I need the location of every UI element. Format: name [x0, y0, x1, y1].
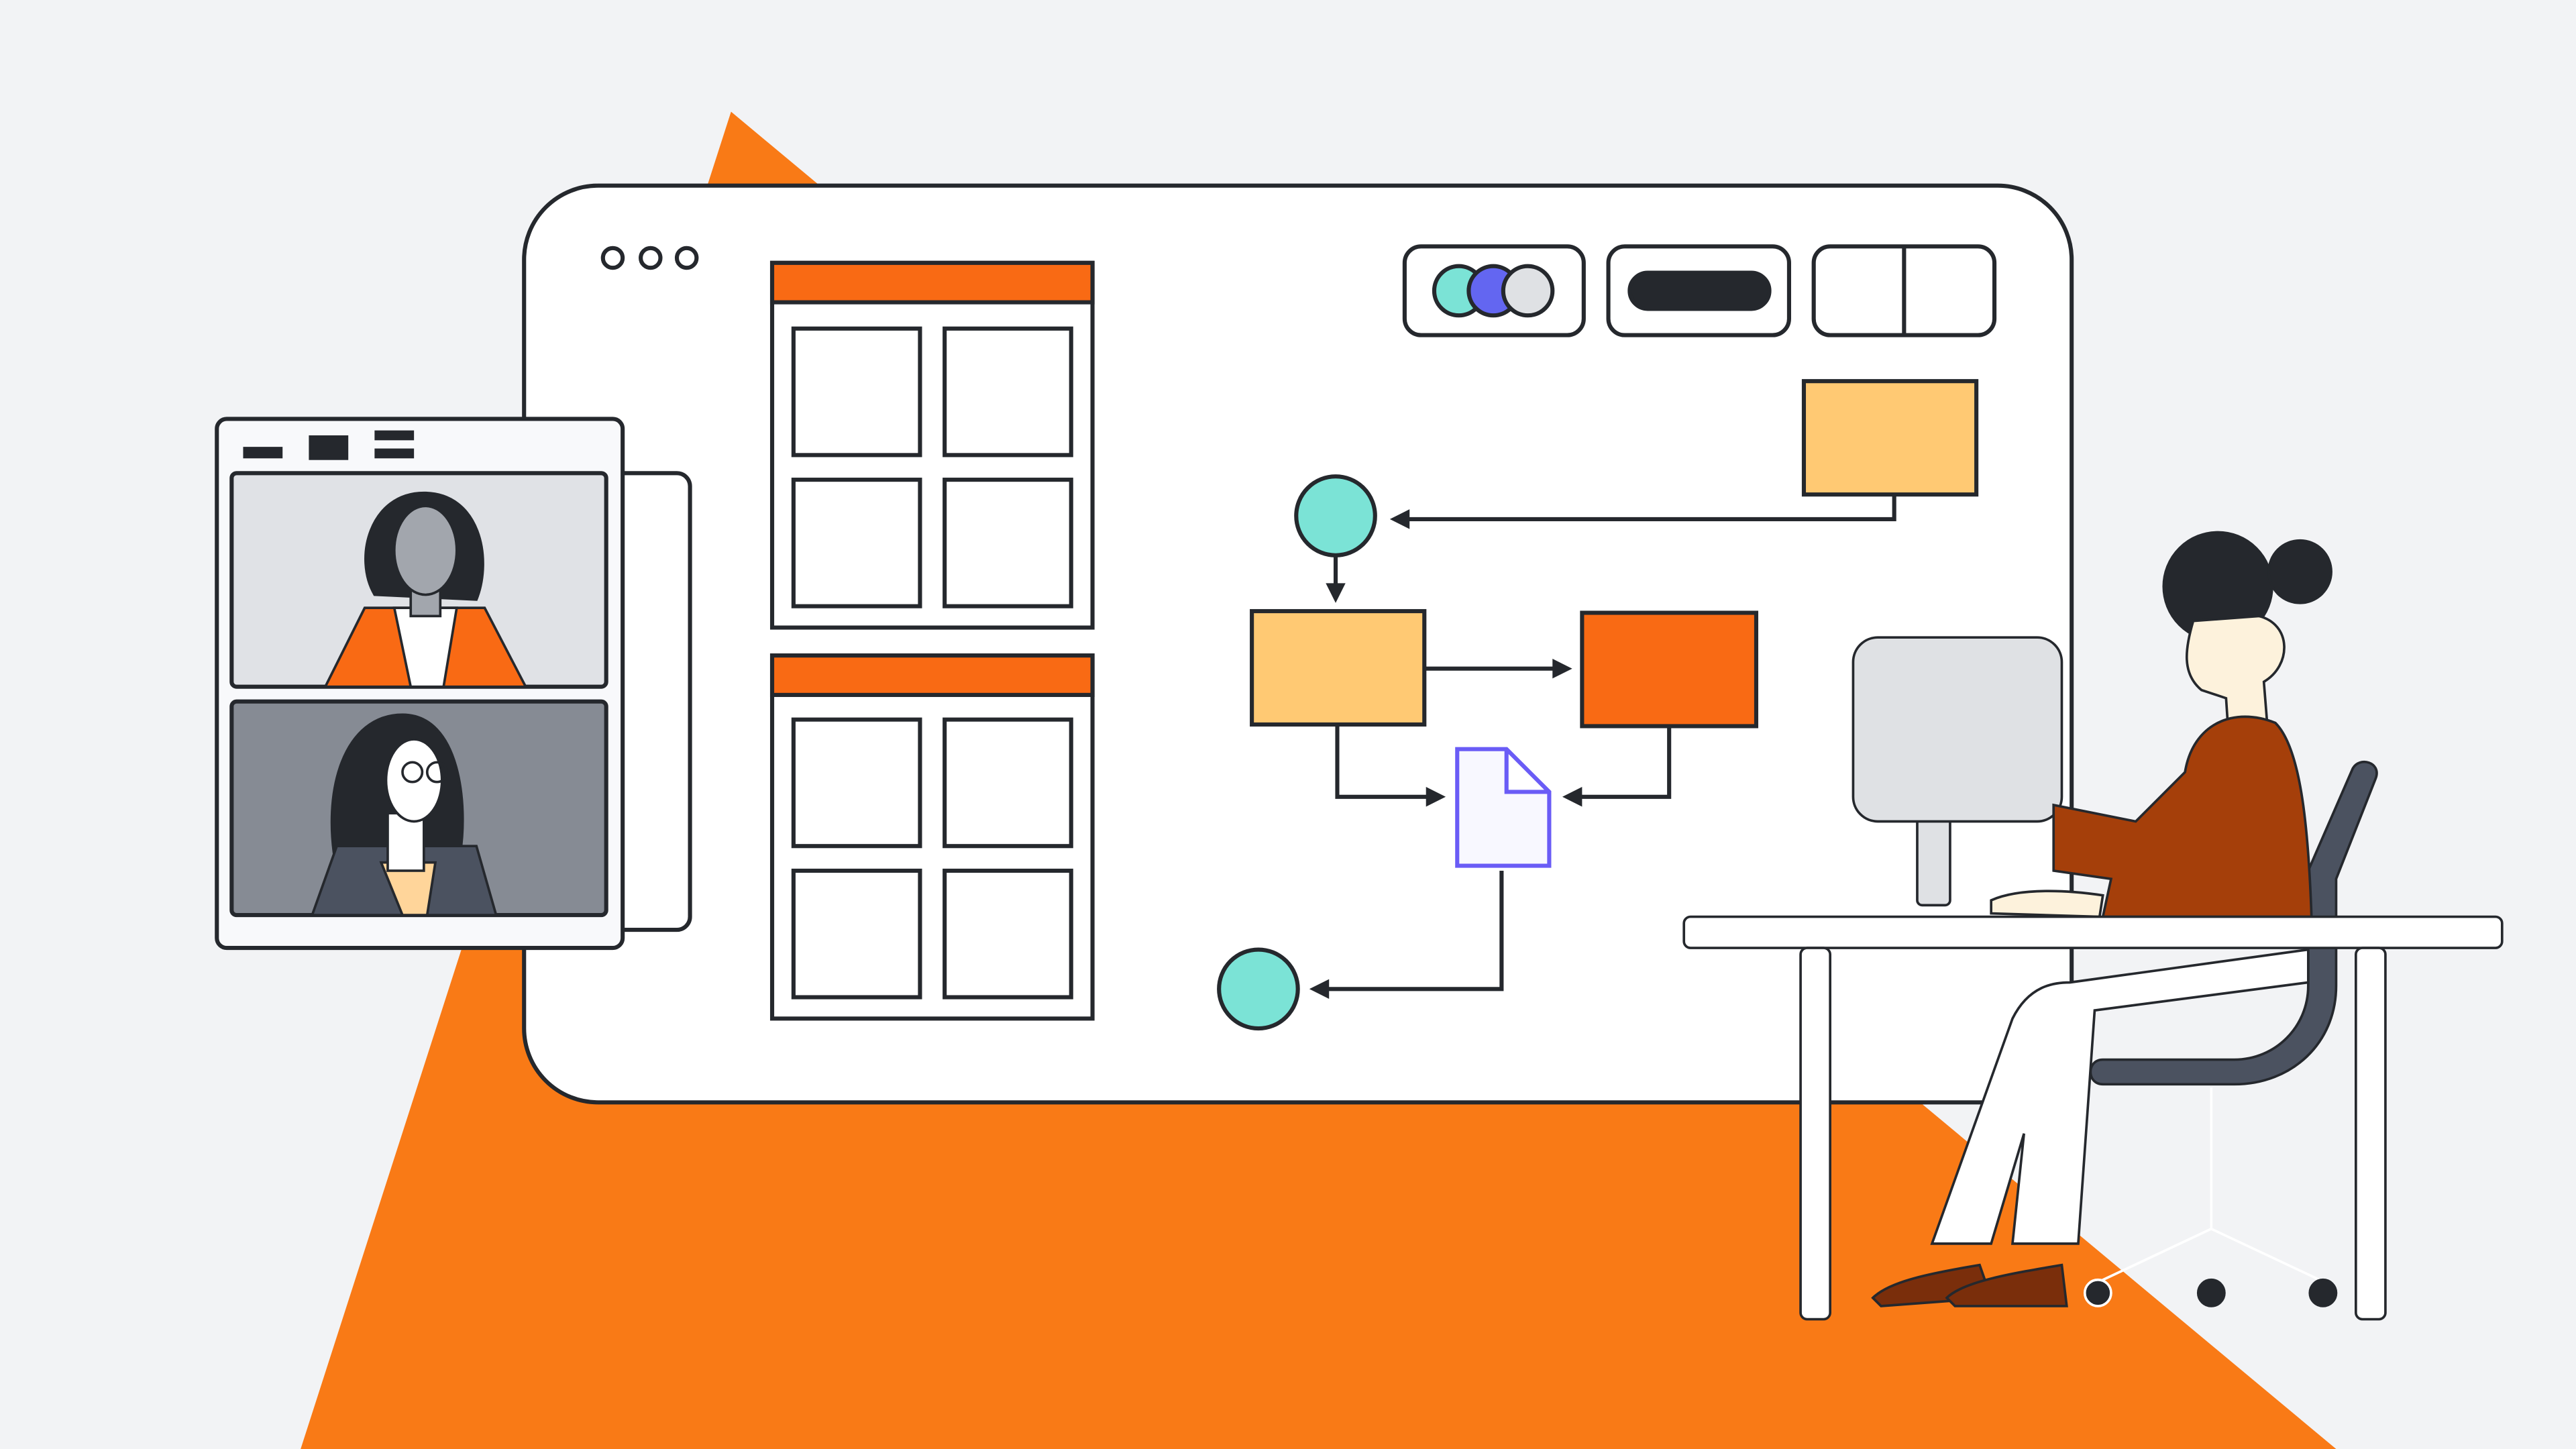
color-swatches-icon[interactable]: [1402, 244, 1586, 337]
woman-at-desk: [1871, 531, 2332, 1307]
grid-panel-top[interactable]: [769, 260, 1095, 630]
flow-node-circle-top[interactable]: [1294, 474, 1377, 557]
flow-node-circle-end[interactable]: [1217, 947, 1300, 1031]
computer-monitor: [1851, 636, 2063, 907]
video-call-window: [215, 417, 692, 951]
video-tile-2[interactable]: [229, 699, 608, 918]
video-tile-1[interactable]: [229, 471, 608, 689]
flow-node-start[interactable]: [1801, 379, 1979, 497]
flowchart: [1217, 379, 1979, 1031]
desk-scene: [1682, 531, 2504, 1321]
split-panel-icon[interactable]: [1811, 244, 1997, 337]
desk: [1682, 915, 2504, 1321]
three-dots-icon[interactable]: [600, 246, 699, 270]
document-icon[interactable]: [1455, 747, 1552, 868]
grid-panel-bottom[interactable]: [769, 653, 1095, 1021]
pill-bar-icon[interactable]: [1606, 244, 1791, 337]
flow-node-action[interactable]: [1580, 610, 1759, 729]
flow-node-process[interactable]: [1250, 608, 1427, 727]
